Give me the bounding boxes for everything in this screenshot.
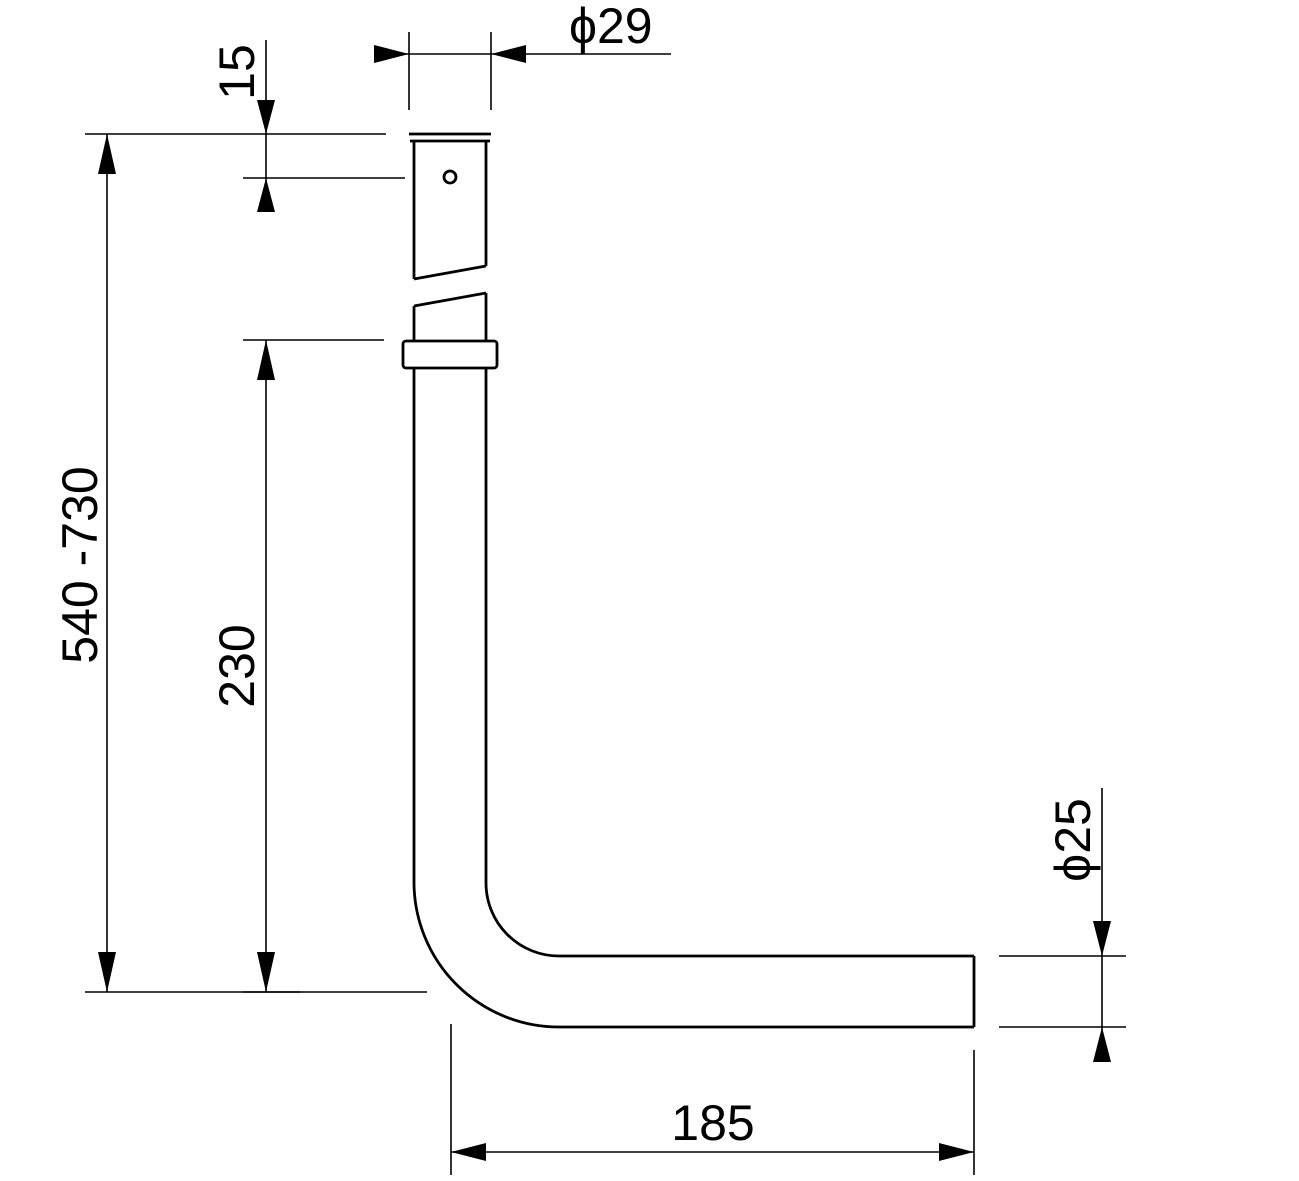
- lower-height-label: 230: [209, 624, 265, 707]
- pipe-collar-ring: [401, 339, 499, 370]
- overall-height-label: 540 -730: [52, 466, 108, 663]
- dimension-top-diameter: ϕ29: [374, 0, 671, 110]
- mounting-hole: [442, 169, 458, 185]
- dimension-outlet-length: 185: [450, 1024, 975, 1175]
- dimension-lower-height: 230: [209, 339, 384, 993]
- outlet-diameter-label: ϕ25: [1045, 798, 1101, 882]
- pipe-upper-section: [409, 132, 491, 281]
- pipe-elbow: [412, 368, 976, 1029]
- dimension-overall-height: 540 -730: [52, 133, 427, 993]
- top-offset-label: 15: [209, 44, 265, 100]
- dimension-top-offset: 15: [209, 40, 405, 212]
- top-diameter-label: ϕ29: [569, 0, 653, 54]
- dimension-outlet-diameter: ϕ25: [999, 788, 1126, 1062]
- pipe-break-lower: [412, 291, 488, 341]
- outlet-length-label: 185: [671, 1095, 754, 1151]
